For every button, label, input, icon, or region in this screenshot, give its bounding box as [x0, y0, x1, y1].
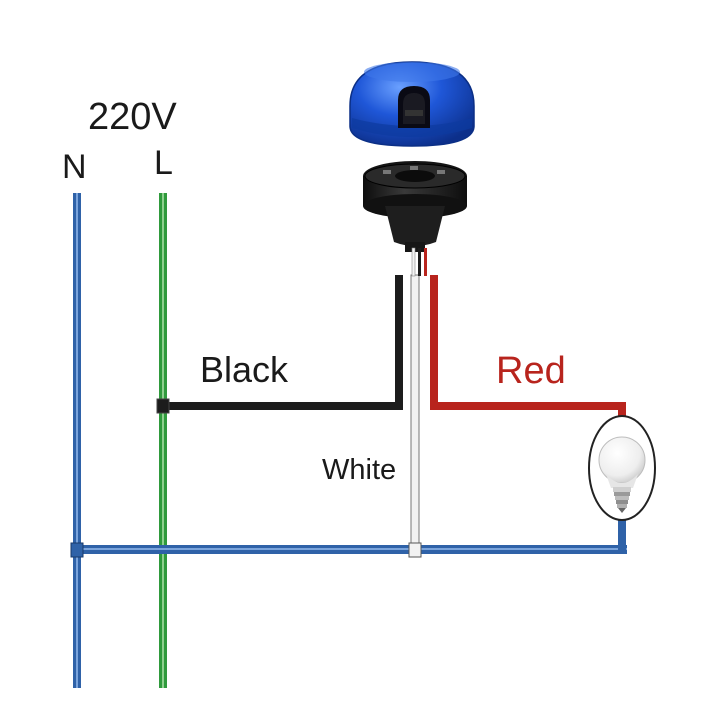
red-wire-label: Red	[496, 350, 566, 392]
black-wire	[163, 275, 403, 410]
white-wire	[410, 274, 420, 554]
neutral-wire	[73, 193, 81, 688]
junction-neutral-return	[70, 542, 84, 558]
white-wire-label: White	[322, 454, 397, 486]
light-bulb-icon	[588, 415, 656, 521]
voltage-label: 220V	[88, 96, 177, 138]
junction-live-black	[156, 398, 170, 414]
neutral-label: N	[62, 148, 87, 186]
junction-white-neutral	[408, 542, 422, 558]
live-label: L	[154, 144, 173, 182]
live-wire	[159, 193, 167, 688]
photocell-sensor-icon	[349, 61, 475, 277]
neutral-return-wire	[77, 510, 627, 554]
black-wire-label: Black	[200, 349, 289, 390]
red-wire	[430, 275, 626, 426]
